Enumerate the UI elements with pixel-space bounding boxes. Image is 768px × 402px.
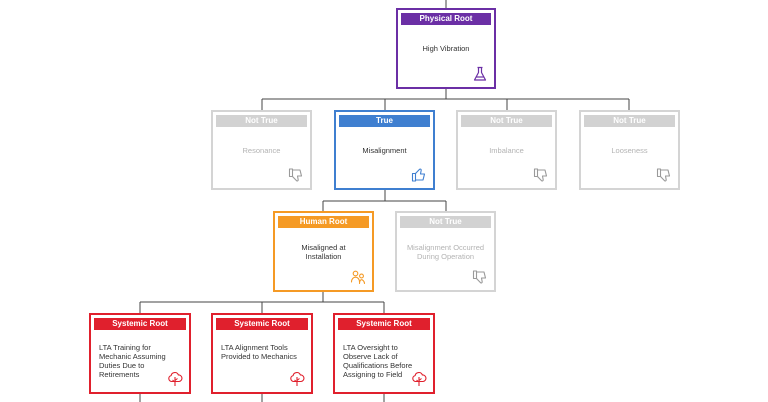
node-text: Misalignment Occurred During Operation	[406, 242, 485, 261]
misalignment-node[interactable]: True Misalignment	[334, 110, 435, 190]
thumbs-down-icon	[472, 269, 488, 285]
people-icon	[350, 269, 366, 285]
node-header: Systemic Root	[216, 318, 308, 330]
node-header: Not True	[584, 115, 675, 127]
node-header: Not True	[216, 115, 307, 127]
tree-icon	[167, 371, 183, 387]
node-text: Looseness	[611, 145, 648, 155]
node-text: Resonance	[242, 145, 281, 155]
node-text: Misalignment	[362, 145, 407, 155]
imbalance-node[interactable]: Not True Imbalance	[456, 110, 557, 190]
thumbs-up-icon	[411, 167, 427, 183]
systemic-root-training-node[interactable]: Systemic Root LTA Training for Mechanic …	[89, 313, 191, 394]
thumbs-down-icon	[656, 167, 672, 183]
systemic-root-tools-node[interactable]: Systemic Root LTA Alignment Tools Provid…	[211, 313, 313, 394]
systemic-root-oversight-node[interactable]: Systemic Root LTA Oversight to Observe L…	[333, 313, 435, 394]
node-header: Not True	[400, 216, 491, 228]
thumbs-down-icon	[288, 167, 304, 183]
thumbs-down-icon	[533, 167, 549, 183]
node-header: Systemic Root	[338, 318, 430, 330]
physical-root-node[interactable]: Physical Root High Vibration	[396, 8, 496, 89]
node-header: Physical Root	[401, 13, 491, 25]
node-text: LTA Oversight to Observe Lack of Qualifi…	[343, 343, 413, 379]
looseness-node[interactable]: Not True Looseness	[579, 110, 680, 190]
human-root-node[interactable]: Human Root Misaligned at Installation	[273, 211, 374, 292]
during-operation-node[interactable]: Not True Misalignment Occurred During Op…	[395, 211, 496, 292]
node-text: Imbalance	[489, 145, 524, 155]
node-text: Misaligned at Installation	[301, 242, 346, 261]
node-text: High Vibration	[422, 44, 470, 53]
resonance-node[interactable]: Not True Resonance	[211, 110, 312, 190]
node-header: Not True	[461, 115, 552, 127]
node-text: LTA Training for Mechanic Assuming Dutie…	[99, 343, 166, 379]
tree-icon	[289, 371, 305, 387]
node-text: LTA Alignment Tools Provided to Mechanic…	[221, 343, 297, 361]
node-header: True	[339, 115, 430, 127]
tree-icon	[411, 371, 427, 387]
node-header: Systemic Root	[94, 318, 186, 330]
flask-icon	[472, 66, 488, 82]
node-header: Human Root	[278, 216, 369, 228]
